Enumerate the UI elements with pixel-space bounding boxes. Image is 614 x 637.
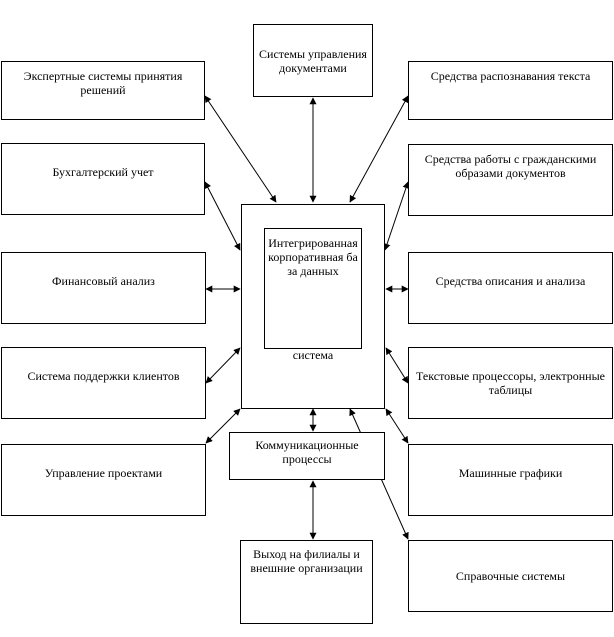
label-civil-document-tools: Средства работы с гражданскими образами … bbox=[424, 152, 597, 180]
box-text-processors-spreadsheets: Текстовые процессоры, электронные таблиц… bbox=[408, 347, 613, 419]
label-document-management-systems: Системы управления документами bbox=[259, 46, 367, 75]
box-integrated-database: Интегрированная корпоративная база данны… bbox=[264, 228, 362, 349]
box-financial-analysis: Финансовый анализ bbox=[1, 252, 206, 324]
label-text-recognition-tools: Средства распознавания текста bbox=[430, 69, 591, 83]
arrow-projects bbox=[205, 408, 241, 444]
box-document-management-systems: Системы управления документами bbox=[253, 24, 373, 97]
label-computer-graphics: Машинные графики bbox=[458, 466, 563, 480]
label-reference-systems: Справочные системы bbox=[455, 569, 566, 583]
label-central-system: система bbox=[292, 348, 334, 362]
label-text-processors-spreadsheets: Текстовые процессоры, электронные таблиц… bbox=[416, 369, 605, 397]
arrow-crm bbox=[205, 347, 241, 384]
box-description-analysis-tools: Средства описания и анализа bbox=[408, 252, 613, 324]
box-branches-external: Выход на филиалы и внешние организации bbox=[240, 540, 373, 624]
label-expert-systems: Экспертные системы принятия решений bbox=[23, 69, 183, 97]
label-customer-support-system: Система поддержки клиентов bbox=[27, 369, 180, 383]
label-branches-external: Выход на филиалы и внешние организации bbox=[250, 547, 363, 575]
box-expert-systems: Экспертные системы принятия решений bbox=[1, 61, 205, 120]
arrow-civil bbox=[383, 181, 410, 251]
label-integrated-database: Интегрированная корпоративная база данны… bbox=[268, 236, 358, 278]
arrow-graphics bbox=[385, 408, 409, 444]
arrow-accounting bbox=[204, 181, 241, 251]
label-description-analysis-tools: Средства описания и анализа bbox=[435, 274, 586, 288]
label-project-management: Управление проектами bbox=[44, 466, 163, 480]
label-financial-analysis: Финансовый анализ bbox=[52, 274, 155, 288]
label-accounting: Бухгалтерский учет bbox=[52, 165, 154, 179]
arrow-expert bbox=[204, 95, 277, 203]
box-project-management: Управление проектами bbox=[1, 444, 206, 516]
label-communication-processes: Коммуникационные процессы bbox=[255, 438, 359, 466]
box-customer-support-system: Система поддержки клиентов bbox=[1, 347, 206, 419]
arrow-textproc bbox=[385, 347, 409, 384]
box-accounting: Бухгалтерский учет bbox=[1, 143, 205, 215]
box-communication-processes: Коммуникационные процессы bbox=[229, 432, 385, 480]
box-text-recognition-tools: Средства распознавания текста bbox=[408, 61, 613, 120]
box-civil-document-tools: Средства работы с гражданскими образами … bbox=[408, 144, 613, 216]
box-computer-graphics: Машинные графики bbox=[408, 444, 613, 516]
box-reference-systems: Справочные системы bbox=[408, 540, 613, 612]
arrow-recognition bbox=[349, 95, 409, 203]
